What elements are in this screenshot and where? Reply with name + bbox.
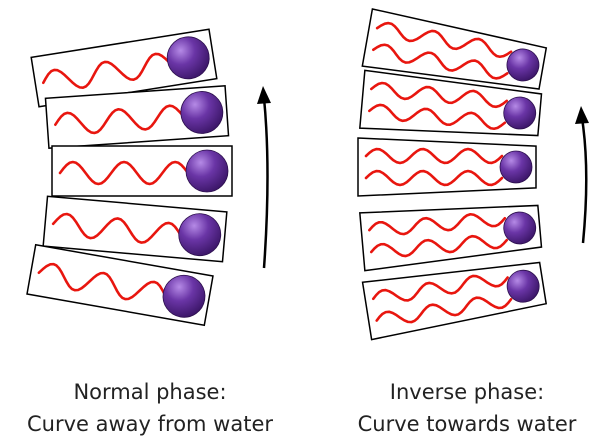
lipid-molecule	[26, 243, 214, 327]
hydrocarbon-tail-icon	[37, 262, 167, 301]
lipid-molecule	[358, 69, 543, 137]
lipid-outline	[361, 261, 548, 341]
hydrocarbon-tail-icon	[368, 212, 507, 236]
lipid-molecule	[51, 145, 233, 197]
polar-headgroup-icon	[506, 48, 540, 82]
hydrocarbon-tail-icon	[368, 103, 507, 131]
lipid-molecule	[361, 261, 548, 341]
hydrocarbon-tail-icon	[371, 274, 509, 302]
normal-phase-caption: Normal phase: Curve away from water	[0, 376, 300, 440]
curvature-arrow-icon	[262, 97, 269, 269]
polar-headgroup-icon	[506, 269, 540, 303]
lipid-molecule	[358, 204, 543, 272]
hydrocarbon-tail-icon	[364, 169, 504, 187]
arrowhead-icon	[575, 106, 589, 124]
arrowhead-icon	[257, 86, 271, 104]
inverse-phase-description: Curve towards water	[357, 412, 577, 436]
hydrocarbon-tail-icon	[51, 212, 182, 244]
inverse-phase-panel	[357, 8, 548, 341]
lipid-molecule	[361, 8, 548, 90]
polar-headgroup-icon	[166, 36, 210, 80]
normal-phase-description: Curve away from water	[26, 412, 274, 436]
hydrocarbon-tail-icon	[42, 52, 172, 89]
hydrocarbon-tail-icon	[58, 160, 190, 186]
polar-headgroup-icon	[185, 149, 229, 193]
lipid-molecule	[357, 137, 537, 197]
lipid-outline	[357, 137, 537, 197]
normal-phase-panel	[26, 28, 233, 327]
lipid-molecule	[42, 195, 228, 263]
curvature-arrow-icon	[580, 117, 588, 244]
hydrocarbon-tail-icon	[375, 296, 513, 324]
hydrocarbon-tail-icon	[375, 21, 513, 59]
hydrocarbon-tail-icon	[369, 81, 509, 109]
inverse-phase-title: Inverse phase:	[389, 380, 545, 404]
hydrocarbon-tail-icon	[369, 234, 509, 258]
normal-phase-title: Normal phase:	[73, 380, 227, 404]
hydrocarbon-tail-icon	[54, 104, 185, 135]
hydrocarbon-tail-icon	[372, 43, 509, 80]
polar-headgroup-icon	[499, 150, 533, 184]
lipid-outline	[358, 204, 543, 272]
lipid-molecule	[44, 84, 230, 150]
polar-headgroup-icon	[178, 213, 222, 257]
polar-headgroup-icon	[180, 91, 224, 134]
hydrocarbon-tail-icon	[364, 147, 504, 165]
polar-headgroup-icon	[503, 96, 537, 130]
inverse-phase-caption: Inverse phase: Curve towards water	[317, 376, 605, 440]
polar-headgroup-icon	[503, 211, 537, 245]
polar-headgroup-icon	[162, 274, 206, 318]
lipid-outline	[42, 195, 228, 263]
